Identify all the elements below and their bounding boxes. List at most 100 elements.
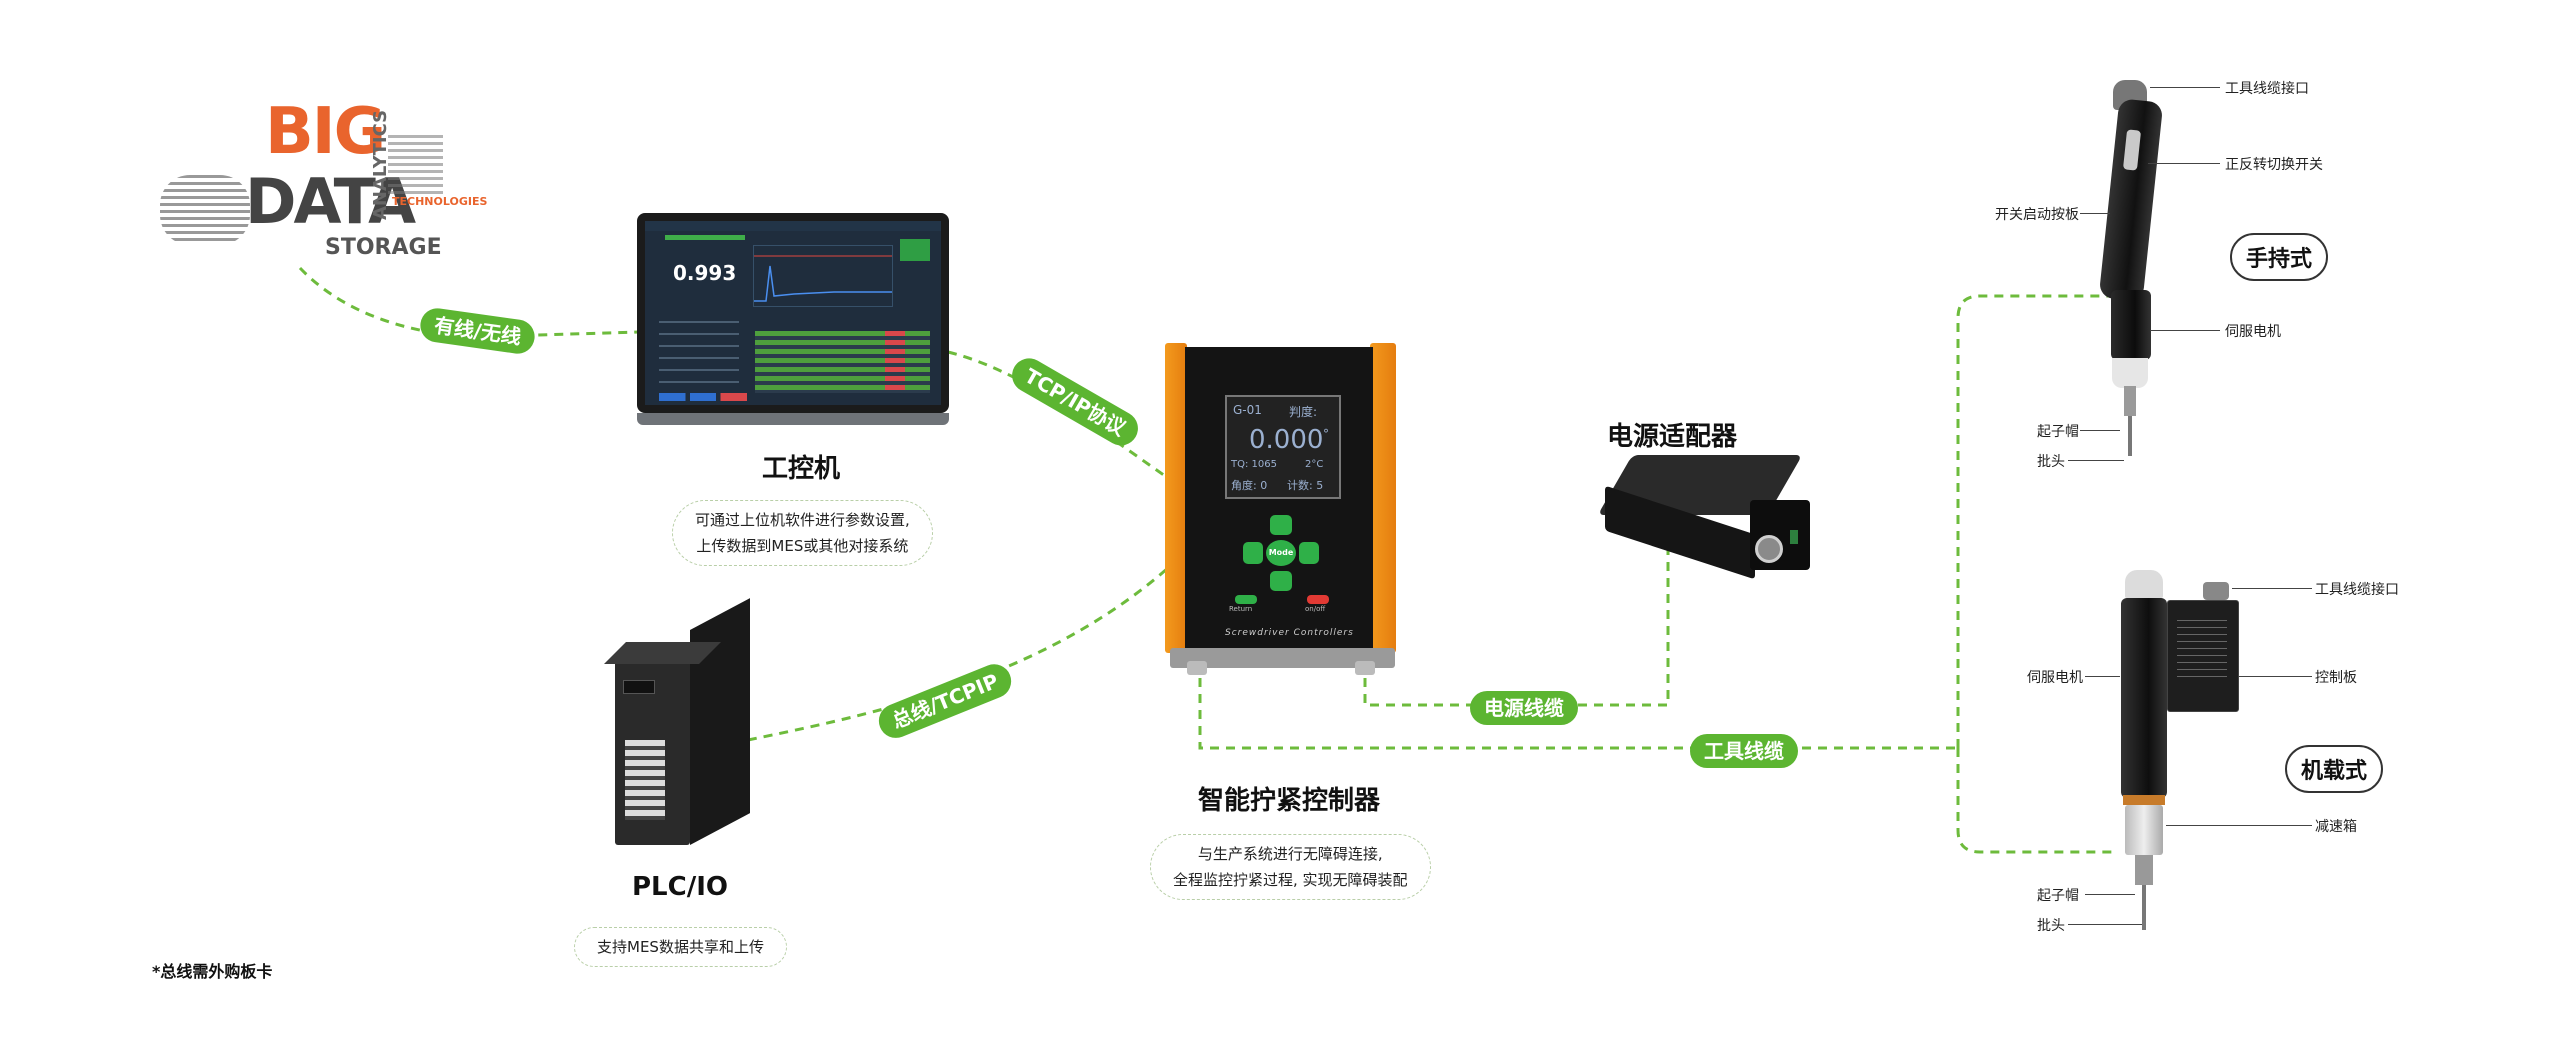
mounted-bit: [2142, 885, 2146, 930]
pill-power-cable: 电源线缆: [1470, 691, 1578, 725]
bigdata-technologies-word: TECHNOLOGIES: [392, 195, 488, 208]
controller-brand-text: Screwdriver Controllers: [1225, 628, 1354, 638]
dpad-down-button[interactable]: [1270, 571, 1292, 591]
mounted-gearbox-ring: [2123, 795, 2165, 805]
plc-terminals: [625, 740, 665, 820]
controller-bottom-plate: [1170, 648, 1395, 668]
controller-connector-right: [1355, 661, 1375, 675]
hh-label-direction-switch: 正反转切换开关: [2225, 157, 2323, 173]
monitor-screen: 0.993: [645, 221, 941, 405]
lead-mt-chuck: [2085, 894, 2135, 895]
plc-device: [604, 598, 750, 845]
handheld-body: [2098, 98, 2164, 302]
bigdata-cloud: BIG DATA STORAGE ANALYTICS TECHNOLOGIES: [160, 95, 487, 285]
ipc-note-line2: 上传数据到MES或其他对接系统: [696, 537, 909, 555]
controller-note: 与生产系统进行无障碍连接, 全程监控拧紧过程, 实现无障碍装配: [1150, 834, 1431, 900]
wire-ipc-controller: [947, 350, 1169, 480]
mt-label-chuck: 起子帽: [2037, 888, 2079, 904]
footnote: *总线需外购板卡: [152, 962, 273, 981]
lcd-line4-right: 计数: 5: [1287, 479, 1324, 492]
controller-connector-left: [1187, 661, 1207, 675]
bigdata-storage-word: STORAGE: [325, 235, 442, 260]
lcd-line1-left: G-01: [1233, 403, 1262, 417]
onoff-button[interactable]: [1307, 595, 1329, 604]
screen-progress: [665, 235, 745, 240]
controller-rail-left: [1165, 343, 1187, 653]
lead-mt-control-board: [2238, 676, 2312, 677]
power-adapter: [1597, 455, 1815, 605]
mounted-chuck: [2135, 855, 2153, 885]
lead-hh-servo-motor: [2150, 330, 2220, 331]
hh-label-bit: 批头: [2037, 454, 2065, 470]
lead-hh-start-button: [2080, 213, 2110, 214]
controller-note-line2: 全程监控拧紧过程, 实现无障碍装配: [1173, 871, 1408, 889]
hh-label-chuck: 起子帽: [2037, 424, 2079, 440]
screen-buttons: [659, 393, 747, 401]
ipc-title: 工控机: [762, 454, 841, 484]
lcd-value: 0.000: [1249, 425, 1324, 455]
pill-tool-cable: 工具线缆: [1690, 734, 1798, 768]
lcd-line3-left: TQ: 1065: [1231, 459, 1277, 470]
screen-table-red-column: [885, 331, 905, 393]
dpad-right-button[interactable]: [1299, 542, 1319, 564]
mt-label-control-board: 控制板: [2315, 670, 2357, 686]
plc-title: PLC/IO: [632, 872, 728, 902]
lead-hh-direction-switch: [2148, 163, 2220, 164]
screen-curve: [754, 255, 892, 302]
screen-topbar: [645, 221, 941, 231]
ipc-note-line1: 可通过上位机软件进行参数设置,: [695, 511, 910, 529]
plc-display: [623, 680, 655, 694]
handheld-bit: [2128, 416, 2132, 456]
return-button[interactable]: [1235, 595, 1257, 604]
controller-note-line1: 与生产系统进行无障碍连接,: [1197, 845, 1383, 863]
return-label: Return: [1229, 605, 1253, 613]
lead-mt-bit: [2068, 924, 2142, 925]
dpad-left-button[interactable]: [1243, 542, 1263, 564]
mounted-motor: [2121, 598, 2167, 798]
screen-left-form: [659, 321, 739, 391]
lcd-line4-left: 角度: 0: [1231, 479, 1268, 492]
plc-note: 支持MES数据共享和上传: [574, 927, 787, 967]
bigdata-filler-text-right: [388, 135, 443, 195]
dpad-up-button[interactable]: [1270, 515, 1292, 535]
controller-lcd: G-01 判度: 0.000 ° TQ: 1065 2°C 角度: 0 计数: …: [1225, 395, 1341, 499]
controller-title: 智能拧紧控制器: [1198, 786, 1381, 816]
handheld-motor: [2111, 290, 2151, 360]
lead-hh-bit: [2068, 460, 2124, 461]
lead-hh-chuck: [2080, 430, 2120, 431]
controller-rail-right: [1370, 343, 1396, 653]
wire-controller-tools: [1198, 678, 1958, 750]
plc-side: [690, 598, 750, 845]
lead-mt-servo-motor: [2085, 676, 2120, 677]
bigdata-data-word: DATA: [245, 165, 416, 238]
mounted-top-cap: [2125, 570, 2163, 598]
hh-label-cable-port: 工具线缆接口: [2225, 81, 2309, 97]
wire-plc-controller: [747, 566, 1169, 742]
mounted-cable-port: [2203, 582, 2229, 600]
mt-label-cable-port: 工具线缆接口: [2315, 582, 2399, 598]
controller-body: [1185, 347, 1373, 651]
lead-mt-gearbox: [2166, 825, 2312, 826]
hh-label-start-button: 开关启动按板: [1995, 207, 2079, 223]
lead-hh-cable-port: [2150, 87, 2220, 88]
screen-curve-chart: [753, 245, 893, 307]
adapter-switch: [1790, 530, 1798, 544]
handheld-screwdriver: [2095, 80, 2165, 480]
mt-label-servo-motor: 伺服电机: [2027, 670, 2083, 686]
mounted-badge: 机载式: [2285, 745, 2384, 793]
lcd-unit: °: [1323, 427, 1329, 441]
adapter-port: [1755, 535, 1783, 563]
mode-button[interactable]: Mode: [1266, 540, 1296, 566]
industrial-pc: 0.993: [637, 213, 949, 431]
screw-controller: G-01 判度: 0.000 ° TQ: 1065 2°C 角度: 0 计数: …: [1165, 343, 1403, 678]
hh-label-servo-motor: 伺服电机: [2225, 324, 2281, 340]
mounted-label-plate: [2177, 620, 2227, 680]
adapter-title: 电源适配器: [1607, 422, 1738, 452]
dpad: Mode: [1243, 515, 1319, 591]
mounted-screwdriver: [2115, 570, 2265, 960]
lcd-line1-right: 判度:: [1289, 405, 1318, 419]
ipc-note: 可通过上位机软件进行参数设置, 上传数据到MES或其他对接系统: [672, 500, 933, 566]
monitor-stand: [637, 413, 949, 425]
handheld-badge: 手持式: [2230, 233, 2329, 281]
lcd-line3-right: 2°C: [1305, 459, 1324, 470]
